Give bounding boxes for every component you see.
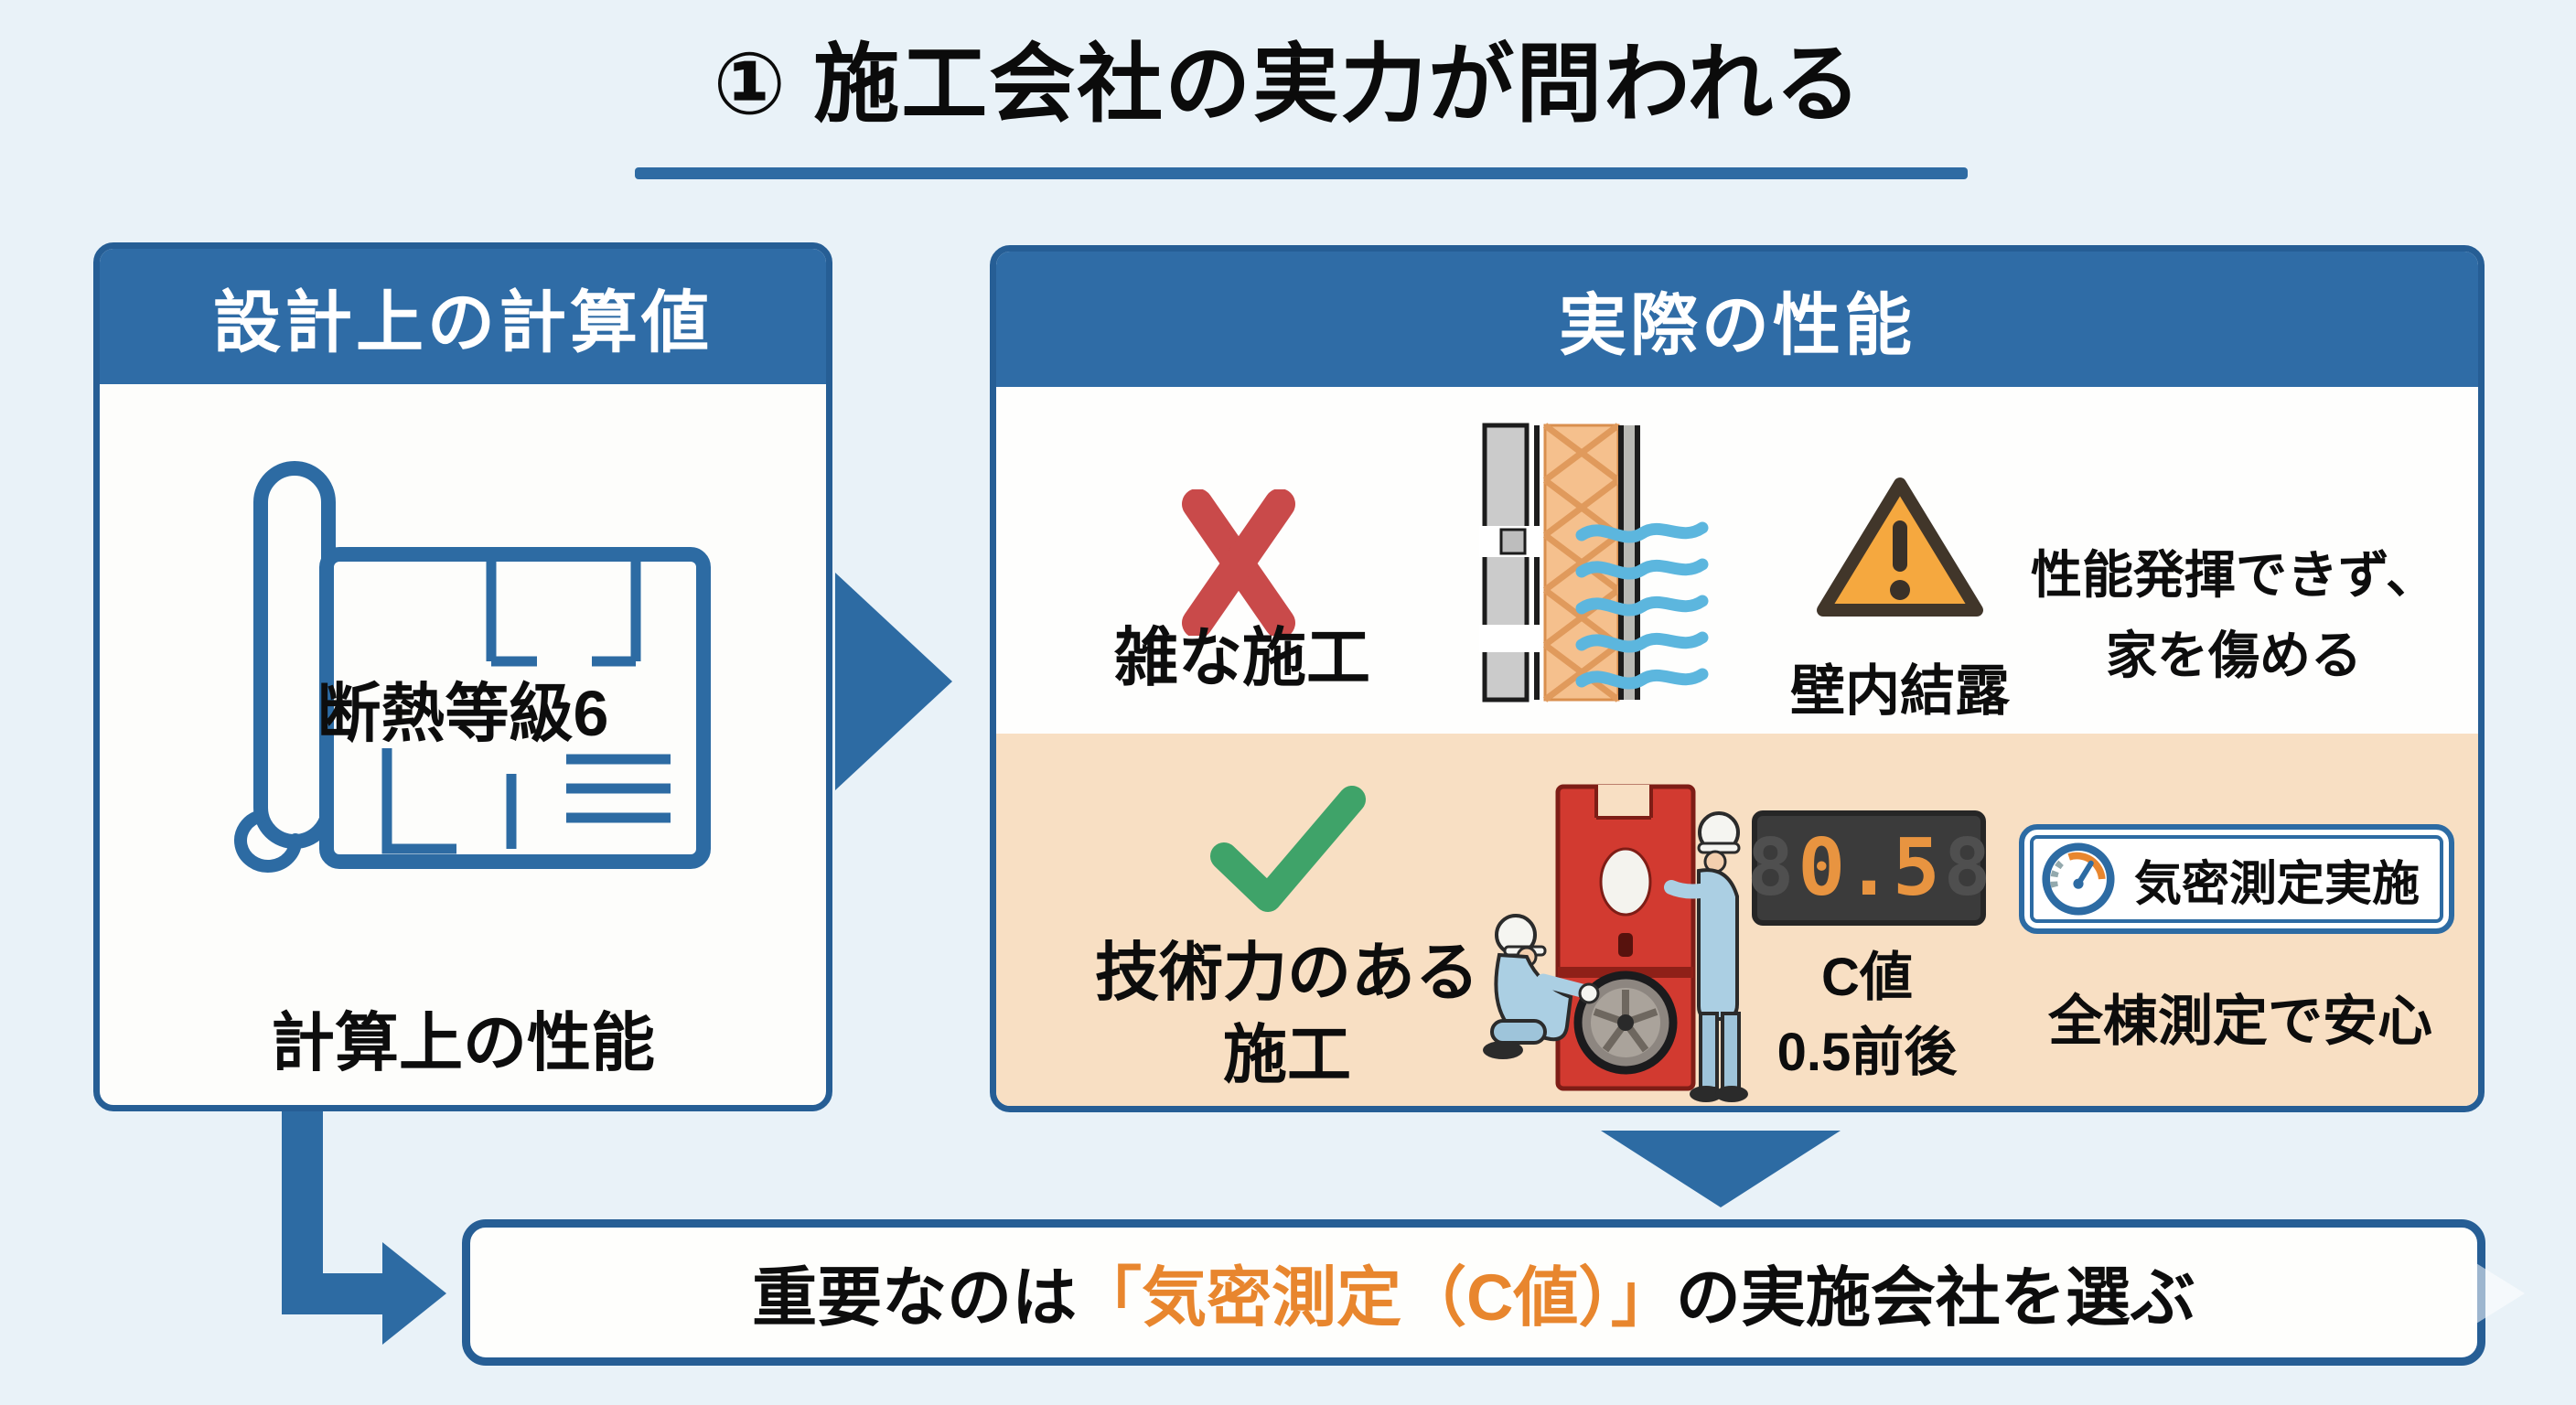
skilled-label-line2: 施工 <box>1223 1019 1351 1090</box>
warning-triangle-icon <box>1817 477 1983 617</box>
calculated-performance-caption: 計算上の性能 <box>271 1007 655 1078</box>
meter-ghost-digit-right: 8 <box>1943 822 1991 914</box>
skilled-construction-label: 技術力のある 施工 <box>1031 931 1543 1096</box>
meter-ghost-digit-left: 8 <box>1746 822 1795 914</box>
all-houses-tested-caption: 全棟測定で安心 <box>2048 991 2432 1052</box>
actual-performance-header: 実際の性能 <box>996 252 2478 387</box>
meter-value: 0.5 <box>1798 822 1940 914</box>
skilled-construction-row: 技術力のある 施工 <box>996 734 2478 1106</box>
blower-door-test-icon <box>1483 784 1748 1102</box>
conclusion-prefix: 重要なのは <box>752 1262 1078 1335</box>
wall-section-icon <box>1479 423 1709 702</box>
right-arrow-icon <box>835 573 952 790</box>
design-value-header: 設計上の計算値 <box>100 249 826 384</box>
check-mark-icon <box>1210 786 1366 912</box>
x-mark-icon <box>1182 489 1295 636</box>
bad-result-text: 性能発揮できず、 家を傷める <box>1978 535 2478 696</box>
gauge-icon <box>2042 842 2115 916</box>
insulation-grade-label: 断熱等級6 <box>317 678 609 749</box>
cvalue-range: 0.5前後 <box>1776 1023 1958 1082</box>
page-title: ① 施工会社の実力が問われる <box>713 36 1863 132</box>
cvalue-label: C値 <box>1821 948 1913 1007</box>
airtightness-test-label: 気密測定実施 <box>2133 857 2420 911</box>
skilled-label-line1: 技術力のある <box>1095 937 1479 1008</box>
wall-condensation-label: 壁内結露 <box>1790 660 2010 722</box>
bad-result-line1: 性能発揮できず、 <box>2030 546 2438 604</box>
title-underline <box>635 167 1968 179</box>
down-arrow-icon <box>1601 1131 1841 1207</box>
sloppy-construction-label: 雑な施工 <box>1114 622 1370 693</box>
bad-result-line2: 家を傷める <box>2106 627 2362 684</box>
sloppy-construction-row: 雑な施工 <box>996 387 2478 734</box>
design-value-panel: 設計上の計算値 断熱等級6 計算上の性能 <box>93 242 832 1111</box>
seven-segment-display: 8 0.5 8 <box>1747 810 1991 926</box>
conclusion-bar: 重要なのは「気密測定（C値）」の実施会社を選ぶ <box>462 1219 2485 1366</box>
blueprint-icon <box>234 461 711 873</box>
airtightness-test-badge: 気密測定実施 <box>2019 824 2454 934</box>
elbow-arrow-icon <box>282 1111 446 1345</box>
conclusion-highlight: 「気密測定（C値）」 <box>1077 1262 1676 1335</box>
cvalue-caption: C値 0.5前後 <box>1684 940 2050 1090</box>
faint-next-arrow-overlay <box>2472 1260 2525 1326</box>
conclusion-suffix: の実施会社を選ぶ <box>1675 1262 2195 1335</box>
actual-performance-panel: 実際の性能 雑な施工 <box>990 245 2485 1112</box>
